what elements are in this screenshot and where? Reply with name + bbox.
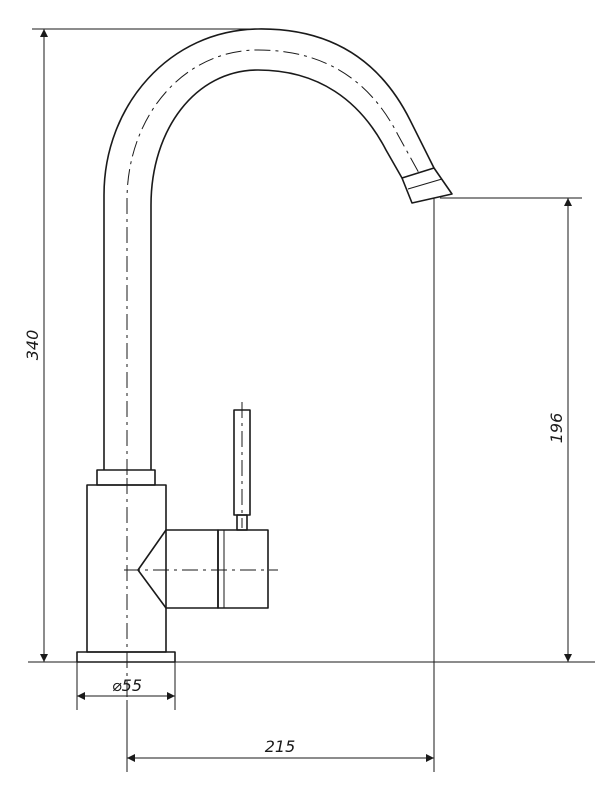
aerator-ring (407, 178, 443, 190)
cartridge-cap (217, 529, 269, 609)
spout-inner-outline (150, 69, 403, 470)
dimension-label-reach: 215 (265, 737, 296, 756)
spout-collar (96, 469, 156, 486)
spout-centerline (126, 49, 420, 475)
dimension-spout-height: 196 (440, 197, 582, 662)
dimension-total-height: 340 (23, 28, 595, 663)
faucet (76, 28, 453, 700)
dimension-label-spout-height: 196 (547, 413, 566, 444)
cartridge-housing (137, 529, 219, 609)
dimension-base-diameter: ⌀55 (76, 662, 176, 710)
dimension-label-total-height: 340 (23, 330, 42, 361)
spout-outer-outline (103, 28, 435, 470)
dimension-label-base-diameter: ⌀55 (112, 676, 142, 695)
dimension-reach: 215 (126, 198, 435, 772)
lever-stem (236, 514, 248, 531)
base-plate (76, 651, 176, 663)
aerator-tip (401, 167, 453, 204)
